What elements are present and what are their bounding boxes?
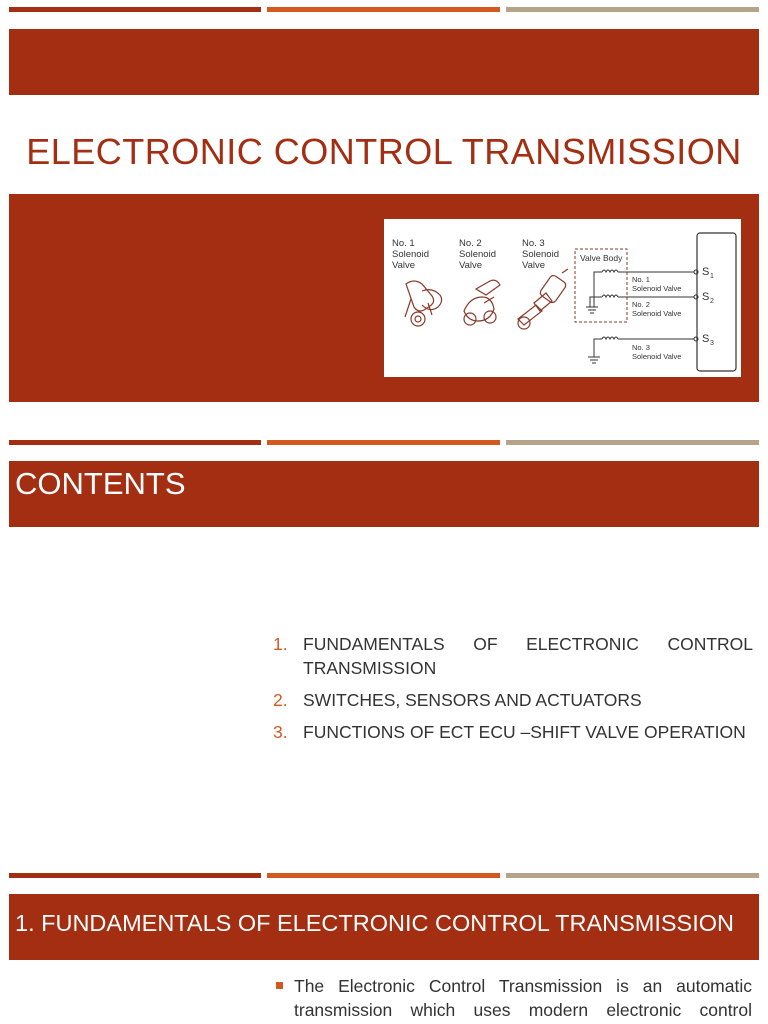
svg-text:Valve: Valve: [459, 260, 482, 271]
contents-title: CONTENTS: [15, 466, 186, 501]
circuit-wires: [586, 271, 694, 364]
valve-body-label: Valve Body: [580, 253, 623, 263]
bullet-item: The Electronic Control Transmission is a…: [276, 974, 752, 1022]
contents-item: 3. FUNCTIONS OF ECT ECU –SHIFT VALVE OPE…: [273, 720, 753, 744]
svg-text:Solenoid Valve: Solenoid Valve: [632, 352, 681, 361]
coil-1-icon: [601, 269, 619, 274]
svg-text:2: 2: [710, 298, 714, 305]
svg-text:Valve: Valve: [522, 260, 545, 271]
ecu-box: [696, 232, 737, 372]
svg-text:Solenoid Valve: Solenoid Valve: [632, 284, 681, 293]
solenoid-valve-2-icon: [463, 279, 501, 326]
contents-item-number: 2.: [273, 690, 288, 710]
coil-2-icon: [601, 294, 619, 299]
slide-1-title: ELECTRONIC CONTROL TRANSMISSION: [26, 131, 742, 172]
solenoid-valve-diagram: No. 1 Solenoid Valve No. 2 Solenoid Valv…: [384, 219, 741, 377]
svg-text:No. 1: No. 1: [392, 238, 415, 249]
terminal-s3-label: S 3: [702, 333, 714, 347]
terminal-s2-label: S 2: [702, 291, 714, 305]
slide-2-stripe-orange: [267, 440, 500, 445]
svg-text:Solenoid: Solenoid: [392, 249, 429, 260]
valve-label-1: No. 1 Solenoid Valve: [392, 238, 429, 271]
slide-1-header-band: [9, 29, 759, 95]
svg-text:S: S: [702, 333, 709, 345]
slide-3-header-band: [9, 894, 759, 960]
svg-text:1: 1: [710, 273, 714, 280]
contents-item: 1. FUNDAMENTALS OF ELECTRONIC CONTROL TR…: [273, 632, 753, 680]
valve-body-box: [574, 248, 628, 323]
coil-3-icon: [601, 336, 619, 341]
contents-item-number: 1.: [273, 634, 288, 654]
svg-text:S: S: [702, 291, 709, 303]
contents-item-text: SWITCHES, SENSORS AND ACTUATORS: [303, 690, 642, 710]
solenoid-valve-1-icon: [404, 280, 443, 327]
contents-item-text: FUNCTIONS OF ECT ECU –SHIFT VALVE OPERAT…: [303, 722, 746, 742]
bullet-square-icon: [276, 982, 283, 989]
contents-item-number: 3.: [273, 722, 288, 742]
slide-3-stripe-dark: [9, 873, 261, 878]
top-stripe-dark: [9, 7, 261, 12]
svg-text:Solenoid: Solenoid: [522, 249, 559, 260]
circuit-label-1: No. 1 Solenoid Valve: [632, 275, 681, 293]
contents-item-line: TRANSMISSION: [303, 658, 437, 678]
terminal-s1-label: S 1: [702, 266, 714, 280]
top-stripe-tan: [506, 7, 759, 12]
svg-text:No. 1: No. 1: [632, 275, 650, 284]
slide-2-stripe-dark: [9, 440, 261, 445]
slide-3-stripe-orange: [267, 873, 500, 878]
bullet-line: The Electronic Control Transmission is a…: [294, 976, 752, 996]
contents-item-line: FUNDAMENTALS OF ELECTRONIC CONTROL: [303, 634, 753, 654]
valve-label-3: No. 3 Solenoid Valve: [522, 238, 559, 271]
slide-3-stripe-tan: [506, 873, 759, 878]
svg-text:No. 2: No. 2: [459, 238, 482, 249]
svg-text:No. 3: No. 3: [522, 238, 545, 249]
circuit-label-3: No. 3 Solenoid Valve: [632, 343, 681, 361]
svg-text:Solenoid: Solenoid: [459, 249, 496, 260]
valve-label-2: No. 2 Solenoid Valve: [459, 238, 496, 271]
bullet-line: transmission which uses modern electroni…: [294, 1000, 752, 1020]
svg-text:S: S: [702, 266, 709, 278]
section-title: 1. FUNDAMENTALS OF ELECTRONIC CONTROL TR…: [15, 910, 735, 936]
contents-item: 2. SWITCHES, SENSORS AND ACTUATORS: [273, 688, 753, 712]
slide-2-header-band: [9, 461, 759, 527]
svg-text:No. 2: No. 2: [632, 300, 650, 309]
contents-list: 1. FUNDAMENTALS OF ELECTRONIC CONTROL TR…: [273, 632, 753, 752]
circuit-label-2: No. 2 Solenoid Valve: [632, 300, 681, 318]
slide-2-stripe-tan: [506, 440, 759, 445]
svg-text:Valve: Valve: [392, 260, 415, 271]
svg-text:3: 3: [710, 340, 714, 347]
top-stripe-orange: [267, 7, 500, 12]
solenoid-valve-3-icon: [517, 268, 569, 330]
svg-text:No. 3: No. 3: [632, 343, 650, 352]
svg-text:Solenoid Valve: Solenoid Valve: [632, 309, 681, 318]
